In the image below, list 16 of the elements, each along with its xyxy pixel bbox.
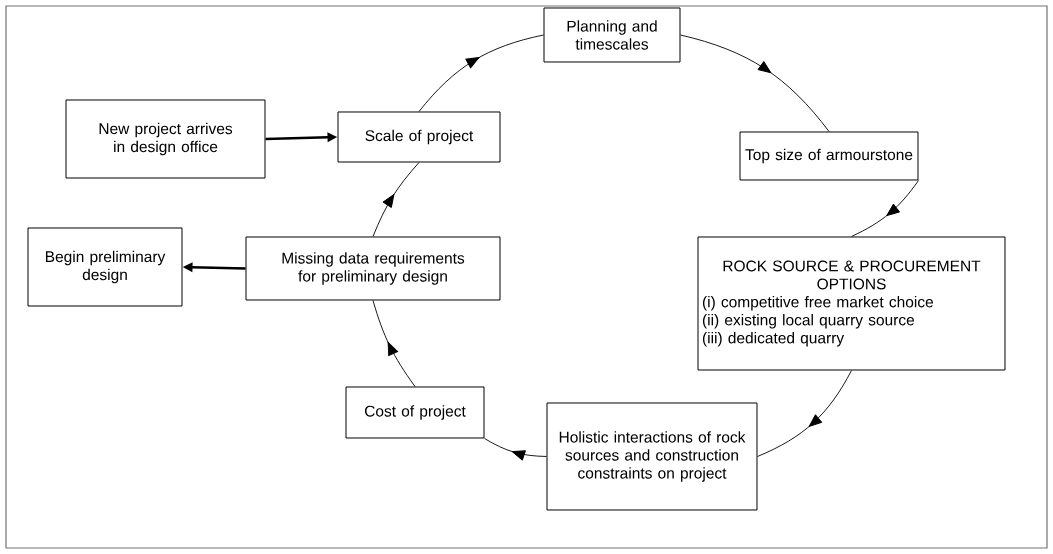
process-box: Missing data requirements for preliminary design (245, 236, 501, 301)
arrow (418, 34, 544, 112)
process-box: Begin preliminary design (27, 227, 183, 307)
process-box: New project arrives in design office (65, 99, 266, 179)
process-box: Cost of project (345, 386, 485, 439)
process-box: ROCK SOURCE & PROCUREMENT OPTIONS (i) competitive free market choice (ii) existing local quarry source (iii) dedicated quarry (697, 236, 1006, 371)
process-box: Top size of armourstone (739, 131, 919, 181)
arrow (851, 180, 919, 237)
arrow (680, 34, 830, 132)
arrow (372, 162, 420, 237)
process-box: Scale of project (337, 111, 501, 163)
arrow (372, 300, 416, 387)
process-box: Planning and timescales (543, 7, 681, 63)
arrow (757, 370, 852, 457)
arrow (484, 438, 547, 461)
process-box: Holistic interactions of rock sources and construction constraints on project (546, 402, 758, 511)
